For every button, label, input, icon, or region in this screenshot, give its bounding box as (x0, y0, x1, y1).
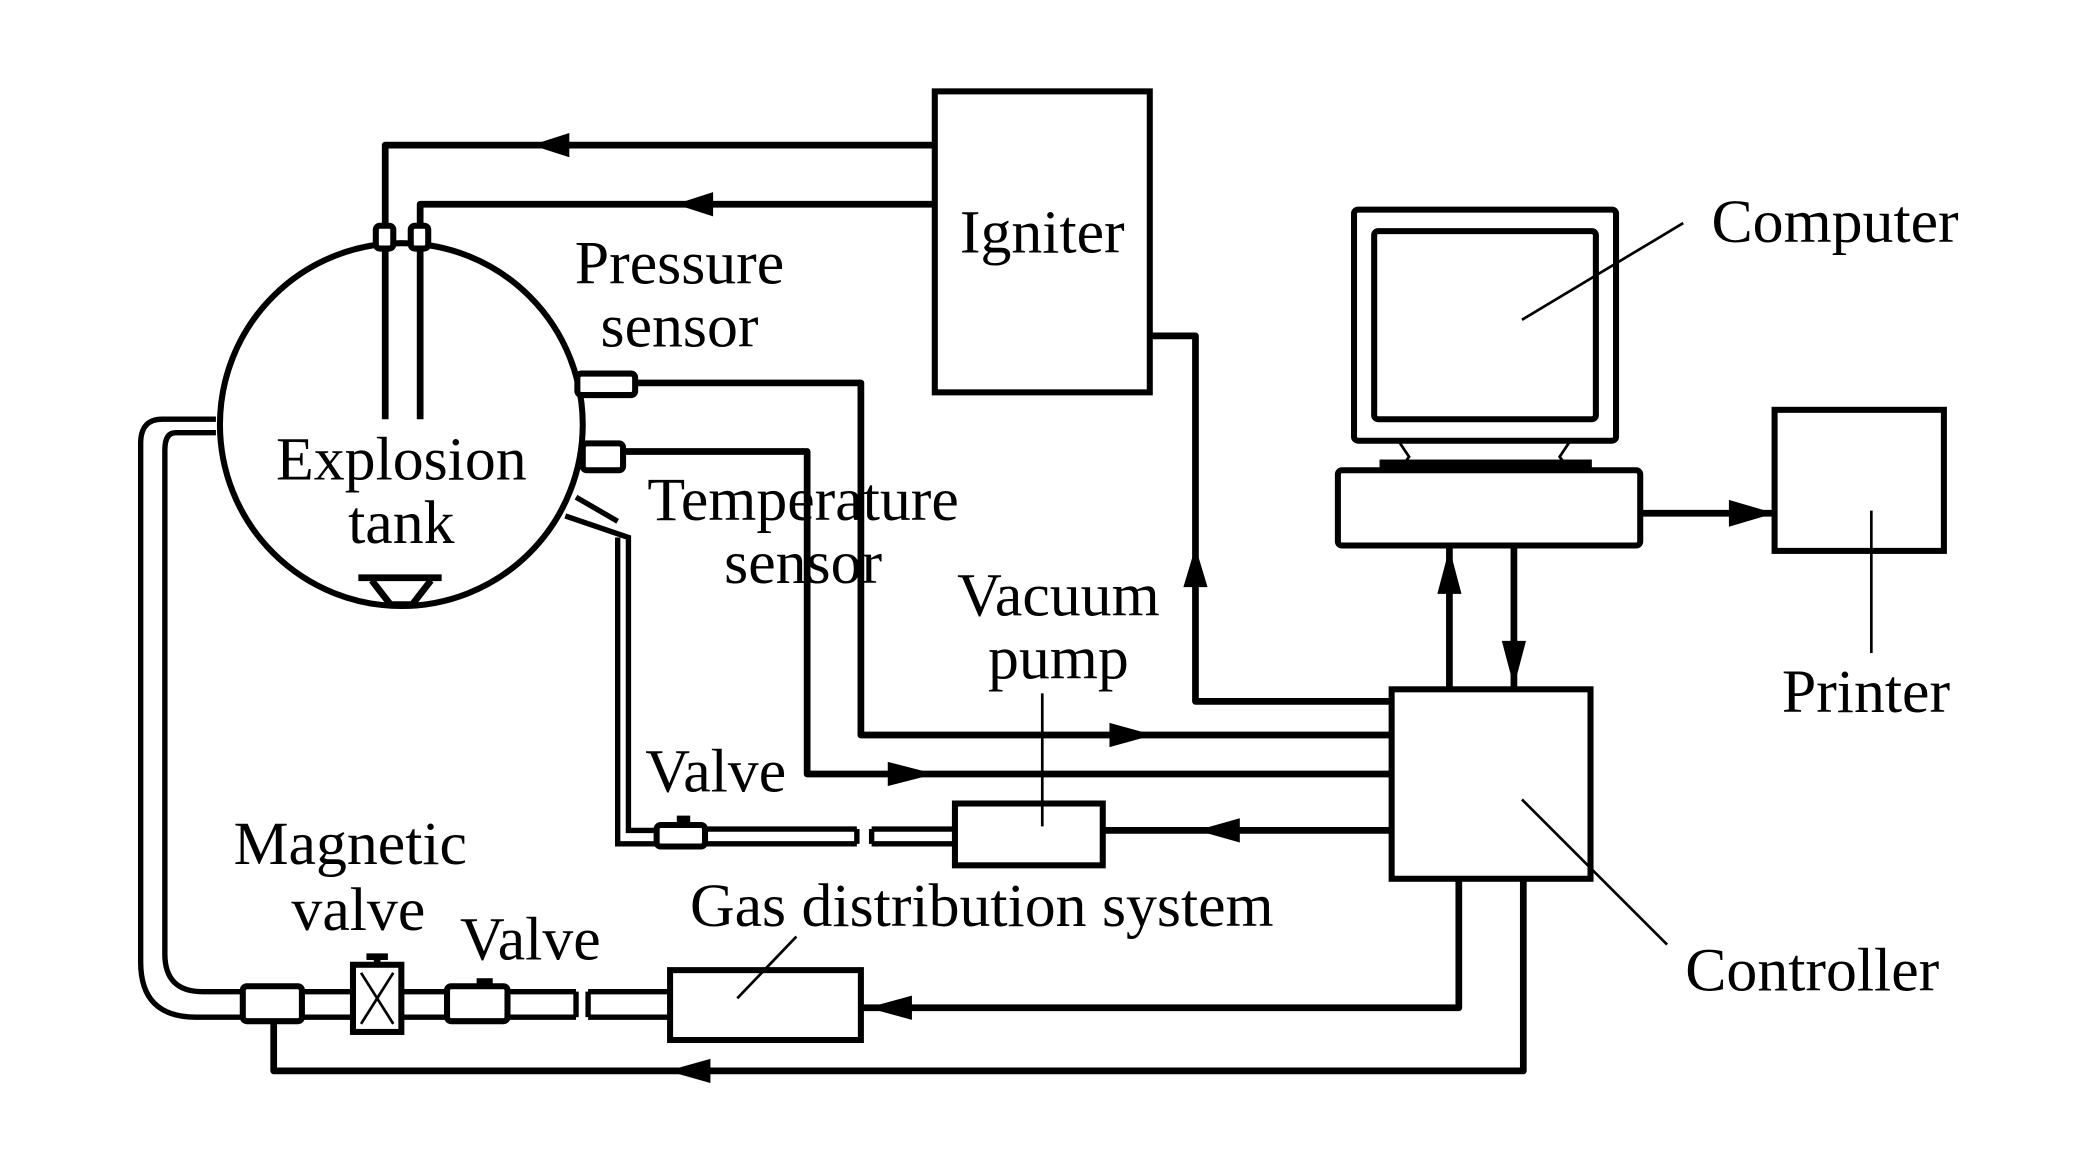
explosion-tank: Explosion tank (216, 222, 586, 610)
vacuum-pipe-mid (705, 826, 955, 847)
gas-distribution-system: Gas distribution system (667, 872, 1274, 1044)
igniter-label: Igniter (960, 199, 1125, 267)
printer: Printer (1771, 406, 1951, 726)
vacuum-pump-label-line1: Vacuum (957, 561, 1160, 629)
magnetic-valve-label-line1: Magnetic (234, 810, 467, 878)
igniter-to-tank-line-1 (381, 141, 935, 226)
pressure-sensor-arrow (1109, 722, 1154, 748)
igniter-to-tank-line-2 (416, 200, 935, 226)
gas-pipe-seg-2 (401, 988, 448, 1020)
computer-to-controller-arrow (1501, 640, 1527, 687)
temperature-sensor-body (579, 440, 627, 474)
controller-to-magnetic-valve-line (270, 878, 1527, 1075)
pressure-sensor-label-line1: Pressure (575, 230, 784, 298)
pressure-sensor-label-line2: sensor (601, 293, 759, 361)
magnetic-valve: Magnetic valve (234, 810, 467, 1035)
controller-leader-line (1521, 798, 1669, 946)
computer-to-printer-arrow (1728, 499, 1775, 527)
magnetic-valve-x-icon (359, 972, 395, 1025)
pressure-sensor: Pressure sensor (574, 230, 784, 399)
gas-distribution-leader-line (736, 935, 798, 1000)
gas-pipe-seg-3 (507, 988, 671, 1020)
computer-case (1334, 467, 1644, 549)
printer-label: Printer (1782, 658, 1951, 726)
printer-box (1771, 406, 1947, 554)
temperature-sensor-arrow (887, 761, 935, 787)
controller-box (1388, 686, 1594, 882)
temperature-sensor-label-line1: Temperature (647, 466, 958, 534)
gas-distribution-label: Gas distribution system (690, 872, 1274, 940)
igniter-box (931, 88, 1153, 396)
controller-to-igniter-arrow (1183, 546, 1208, 588)
controller-to-gas-distribution-arrow (867, 995, 912, 1020)
valve-lower-body (444, 983, 511, 1025)
explosion-tank-label-line1: Explosion (276, 426, 527, 494)
controller-to-magnetic-valve-arrow (667, 1058, 711, 1084)
gas-pipe-seg-1 (301, 988, 353, 1020)
gas-pipe-inner (162, 429, 243, 995)
vacuum-pump-label-line2: pump (988, 625, 1129, 693)
vacuum-pipe-outer (564, 513, 660, 834)
vacuum-pipe-inner (574, 494, 620, 524)
temperature-sensor-to-controller-line (623, 448, 1392, 778)
valve-lower-handle-icon (476, 978, 493, 985)
valve-lower: Valve (444, 905, 601, 1025)
computer-leader-line (1521, 221, 1684, 321)
vacuum-pump-box (951, 800, 1106, 869)
valve-lower-label: Valve (460, 905, 601, 973)
gas-pipe-outer (137, 416, 243, 1020)
controller-to-igniter-line (1149, 332, 1392, 705)
controller-label: Controller (1685, 936, 1939, 1004)
computer-label: Computer (1711, 188, 1959, 256)
electrode-port-left (372, 222, 397, 252)
valve-upper-label: Valve (645, 737, 786, 805)
computer: Computer (1334, 188, 1959, 549)
pipe-tee-fitting (239, 983, 305, 1025)
controller-to-gas-distribution-line (860, 878, 1463, 1012)
magnetic-valve-label-line2: valve (291, 876, 425, 944)
temperature-sensor: Temperature sensor (579, 440, 959, 597)
valve-upper-body (653, 821, 709, 850)
vacuum-pipe-side (614, 537, 660, 847)
controller-to-vacuum-pump-arrow (1196, 818, 1240, 843)
electrode-port-right (407, 222, 432, 252)
computer-monitor-base (1379, 459, 1592, 468)
controller-to-computer-arrow (1437, 548, 1462, 594)
vacuum-pump: Vacuum pump (951, 561, 1160, 869)
tank-nozzle-icon (358, 574, 442, 609)
igniter-to-tank-arrow-2 (675, 192, 714, 217)
controller: Controller (1388, 686, 1940, 1004)
computer-monitor-screen (1371, 228, 1599, 423)
magnetic-valve-handle-icon (366, 953, 388, 965)
igniter-to-tank-arrow-1 (531, 133, 570, 158)
valve-upper-handle-icon (676, 815, 691, 824)
explosion-tank-label-line2: tank (348, 489, 454, 557)
temperature-sensor-label-line2: sensor (724, 529, 882, 597)
pressure-sensor-body (574, 370, 639, 399)
igniter: Igniter (931, 88, 1153, 396)
gas-distribution-box (667, 967, 864, 1044)
